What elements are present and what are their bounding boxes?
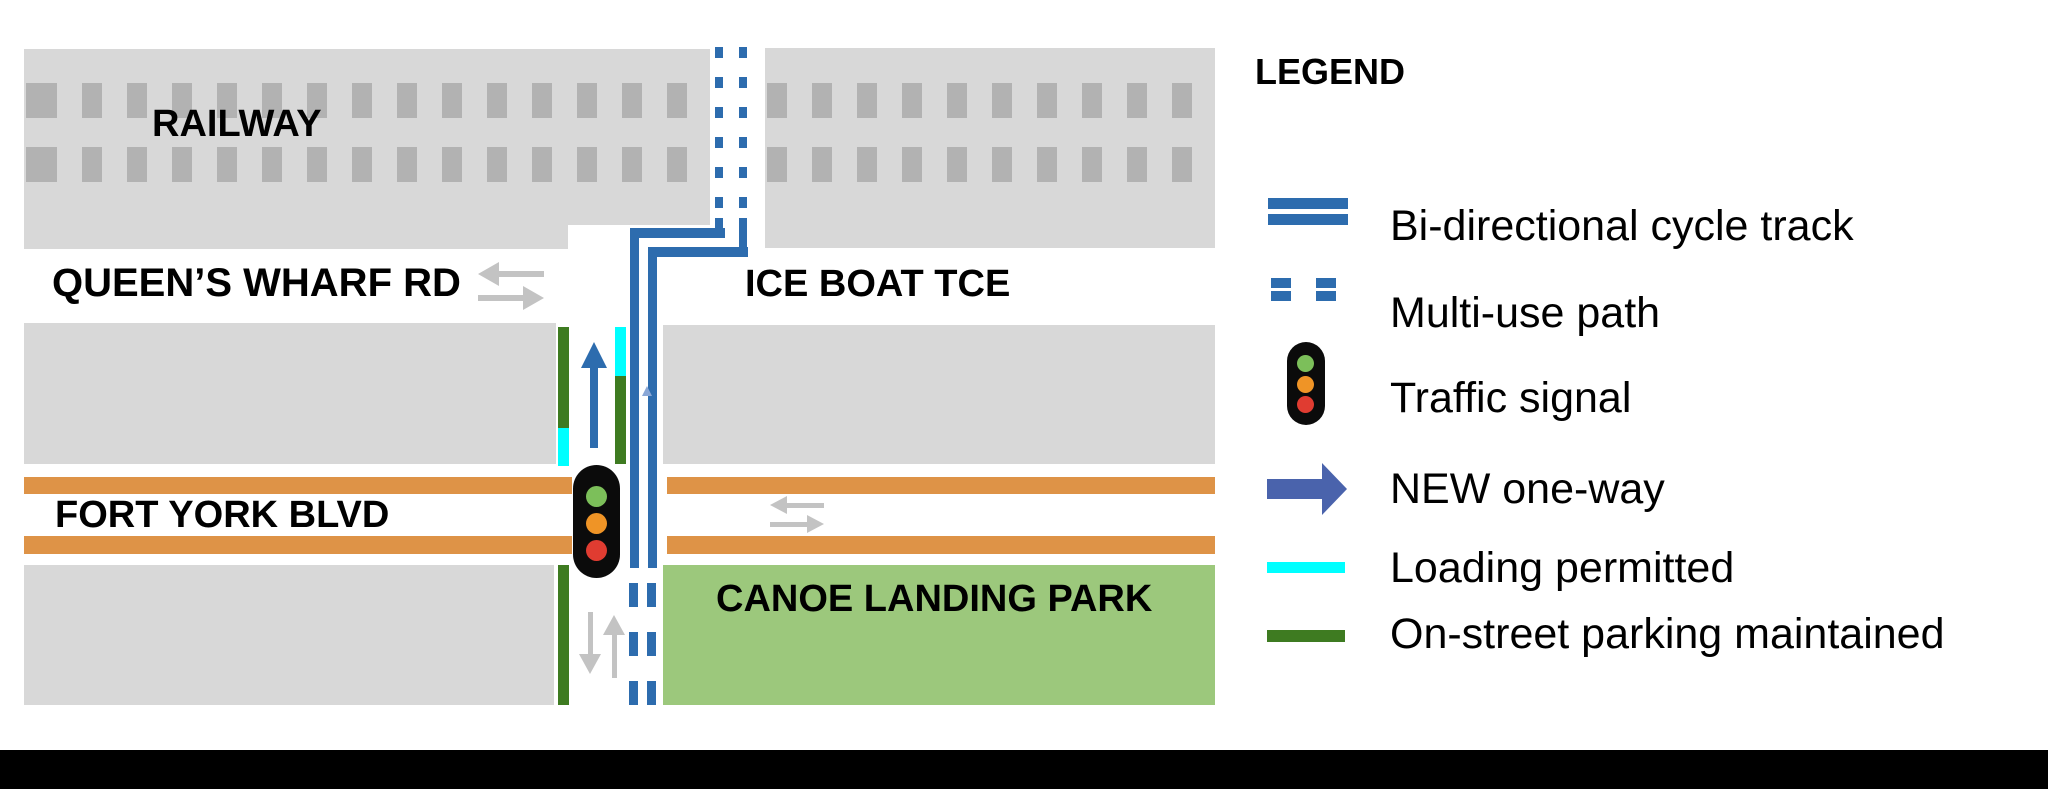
- cycle-track-east-line-jog: [648, 247, 748, 257]
- cycle-track-bar: [1268, 198, 1348, 209]
- railway-label: RAILWAY: [152, 103, 322, 145]
- fort-york-blvd-label: FORT YORK BLVD: [55, 494, 390, 536]
- loading-strip-north-west: [558, 428, 569, 466]
- up-arrow-icon: [603, 615, 625, 635]
- fort-york-north-edge-west: [24, 477, 572, 494]
- legend-title: LEGEND: [1255, 51, 1406, 92]
- fort-york-two-way-arrows: [770, 496, 824, 534]
- multi-use-path-south-east-line: [647, 583, 656, 705]
- up-arrow-head: [581, 342, 607, 368]
- cycle-track-east-line-stub: [739, 218, 747, 251]
- legend-label-traffic-signal: Traffic signal: [1390, 374, 1632, 422]
- legend-label-on-street-parking: On-street parking maintained: [1390, 610, 1945, 658]
- multi-use-path-north-east-line: [739, 47, 747, 208]
- down-arrow-icon: [579, 654, 601, 674]
- legend-label-loading-permitted: Loading permitted: [1390, 544, 1735, 592]
- railway-block-left-extension: [24, 225, 568, 249]
- multi-use-path-north-west-line: [715, 47, 723, 208]
- legend: LEGEND Bi-directional cycle track Multi-…: [1255, 40, 2035, 680]
- cycle-track-west-line-stub: [715, 218, 723, 232]
- queens-wharf-rd-label: QUEEN’S WHARF RD: [52, 261, 461, 305]
- west-arrow-shaft: [496, 271, 544, 277]
- railway-ties-row: [24, 83, 710, 118]
- railway-ties-row: [765, 83, 1215, 118]
- fort-york-north-edge-east: [667, 477, 1215, 494]
- bi-directional-cycle-track-icon: [1268, 198, 1348, 225]
- arrow-head: [1322, 463, 1347, 515]
- signal-amber-lamp: [1297, 376, 1314, 393]
- traffic-signal-icon: [573, 465, 620, 578]
- railway-block-right: [765, 48, 1215, 248]
- cycle-track-east-line-vertical: [648, 247, 657, 568]
- cycle-track-west-line-vertical: [630, 228, 639, 568]
- down-arrow-shaft: [588, 612, 593, 654]
- multi-use-path-icon: [1271, 278, 1352, 302]
- path-dash: [1271, 278, 1291, 288]
- on-street-parking-icon: [1267, 630, 1345, 642]
- signal-green-lamp: [1297, 355, 1314, 372]
- bottom-border-bar: [0, 750, 2048, 789]
- queens-wharf-two-way-arrows: [478, 262, 544, 310]
- railway-ties-row: [24, 147, 710, 182]
- fort-york-south-edge-east: [667, 536, 1215, 554]
- new-one-way-arrow-icon: [1267, 463, 1347, 515]
- cycle-track-direction-marker: [642, 386, 652, 396]
- path-dash: [1316, 278, 1336, 288]
- path-dash: [1316, 291, 1336, 301]
- multi-use-path-south-west-line: [629, 583, 638, 705]
- canoe-landing-park-area: [663, 565, 1215, 705]
- parking-strip-south-west: [558, 565, 569, 705]
- canoe-landing-park-label: CANOE LANDING PARK: [716, 578, 1153, 620]
- parking-strip-north-west: [558, 327, 569, 428]
- west-arrow-shaft: [784, 503, 824, 508]
- railway-block-left: [24, 49, 710, 225]
- legend-traffic-signal-icon: [1287, 342, 1325, 425]
- new-one-way-arrow-north: [581, 342, 607, 448]
- signal-red-lamp: [1297, 396, 1314, 413]
- signal-red-lamp: [586, 540, 607, 561]
- mid-block-left: [24, 323, 556, 464]
- signal-green-lamp: [586, 486, 607, 507]
- up-arrow-shaft: [590, 366, 598, 448]
- loading-permitted-icon: [1267, 562, 1345, 573]
- signal-amber-lamp: [586, 513, 607, 534]
- east-arrow-shaft: [770, 522, 810, 527]
- west-arrow-icon: [770, 496, 787, 514]
- railway-ties-row: [765, 147, 1215, 182]
- up-arrow-shaft: [612, 635, 617, 678]
- cycle-track-bar: [1268, 214, 1348, 225]
- fort-york-south-edge-west: [24, 536, 572, 554]
- legend-label-multi-use-path: Multi-use path: [1390, 289, 1661, 337]
- mid-block-right: [663, 325, 1215, 464]
- arrow-shaft: [1267, 479, 1322, 499]
- east-arrow-shaft: [478, 295, 526, 301]
- east-arrow-icon: [523, 286, 544, 310]
- ice-boat-tce-label: ICE BOAT TCE: [745, 263, 1011, 305]
- parking-strip-north-east: [615, 376, 626, 464]
- lower-block-left: [24, 565, 554, 705]
- path-dash: [1271, 291, 1291, 301]
- east-arrow-icon: [807, 515, 824, 533]
- legend-label-new-one-way: NEW one-way: [1390, 465, 1665, 513]
- legend-label-cycle-track: Bi-directional cycle track: [1390, 202, 1854, 250]
- loading-strip-north-east: [615, 327, 626, 376]
- west-arrow-icon: [478, 262, 499, 286]
- south-street-two-way-arrows: [578, 612, 626, 678]
- cycle-track-west-line-jog: [630, 228, 725, 238]
